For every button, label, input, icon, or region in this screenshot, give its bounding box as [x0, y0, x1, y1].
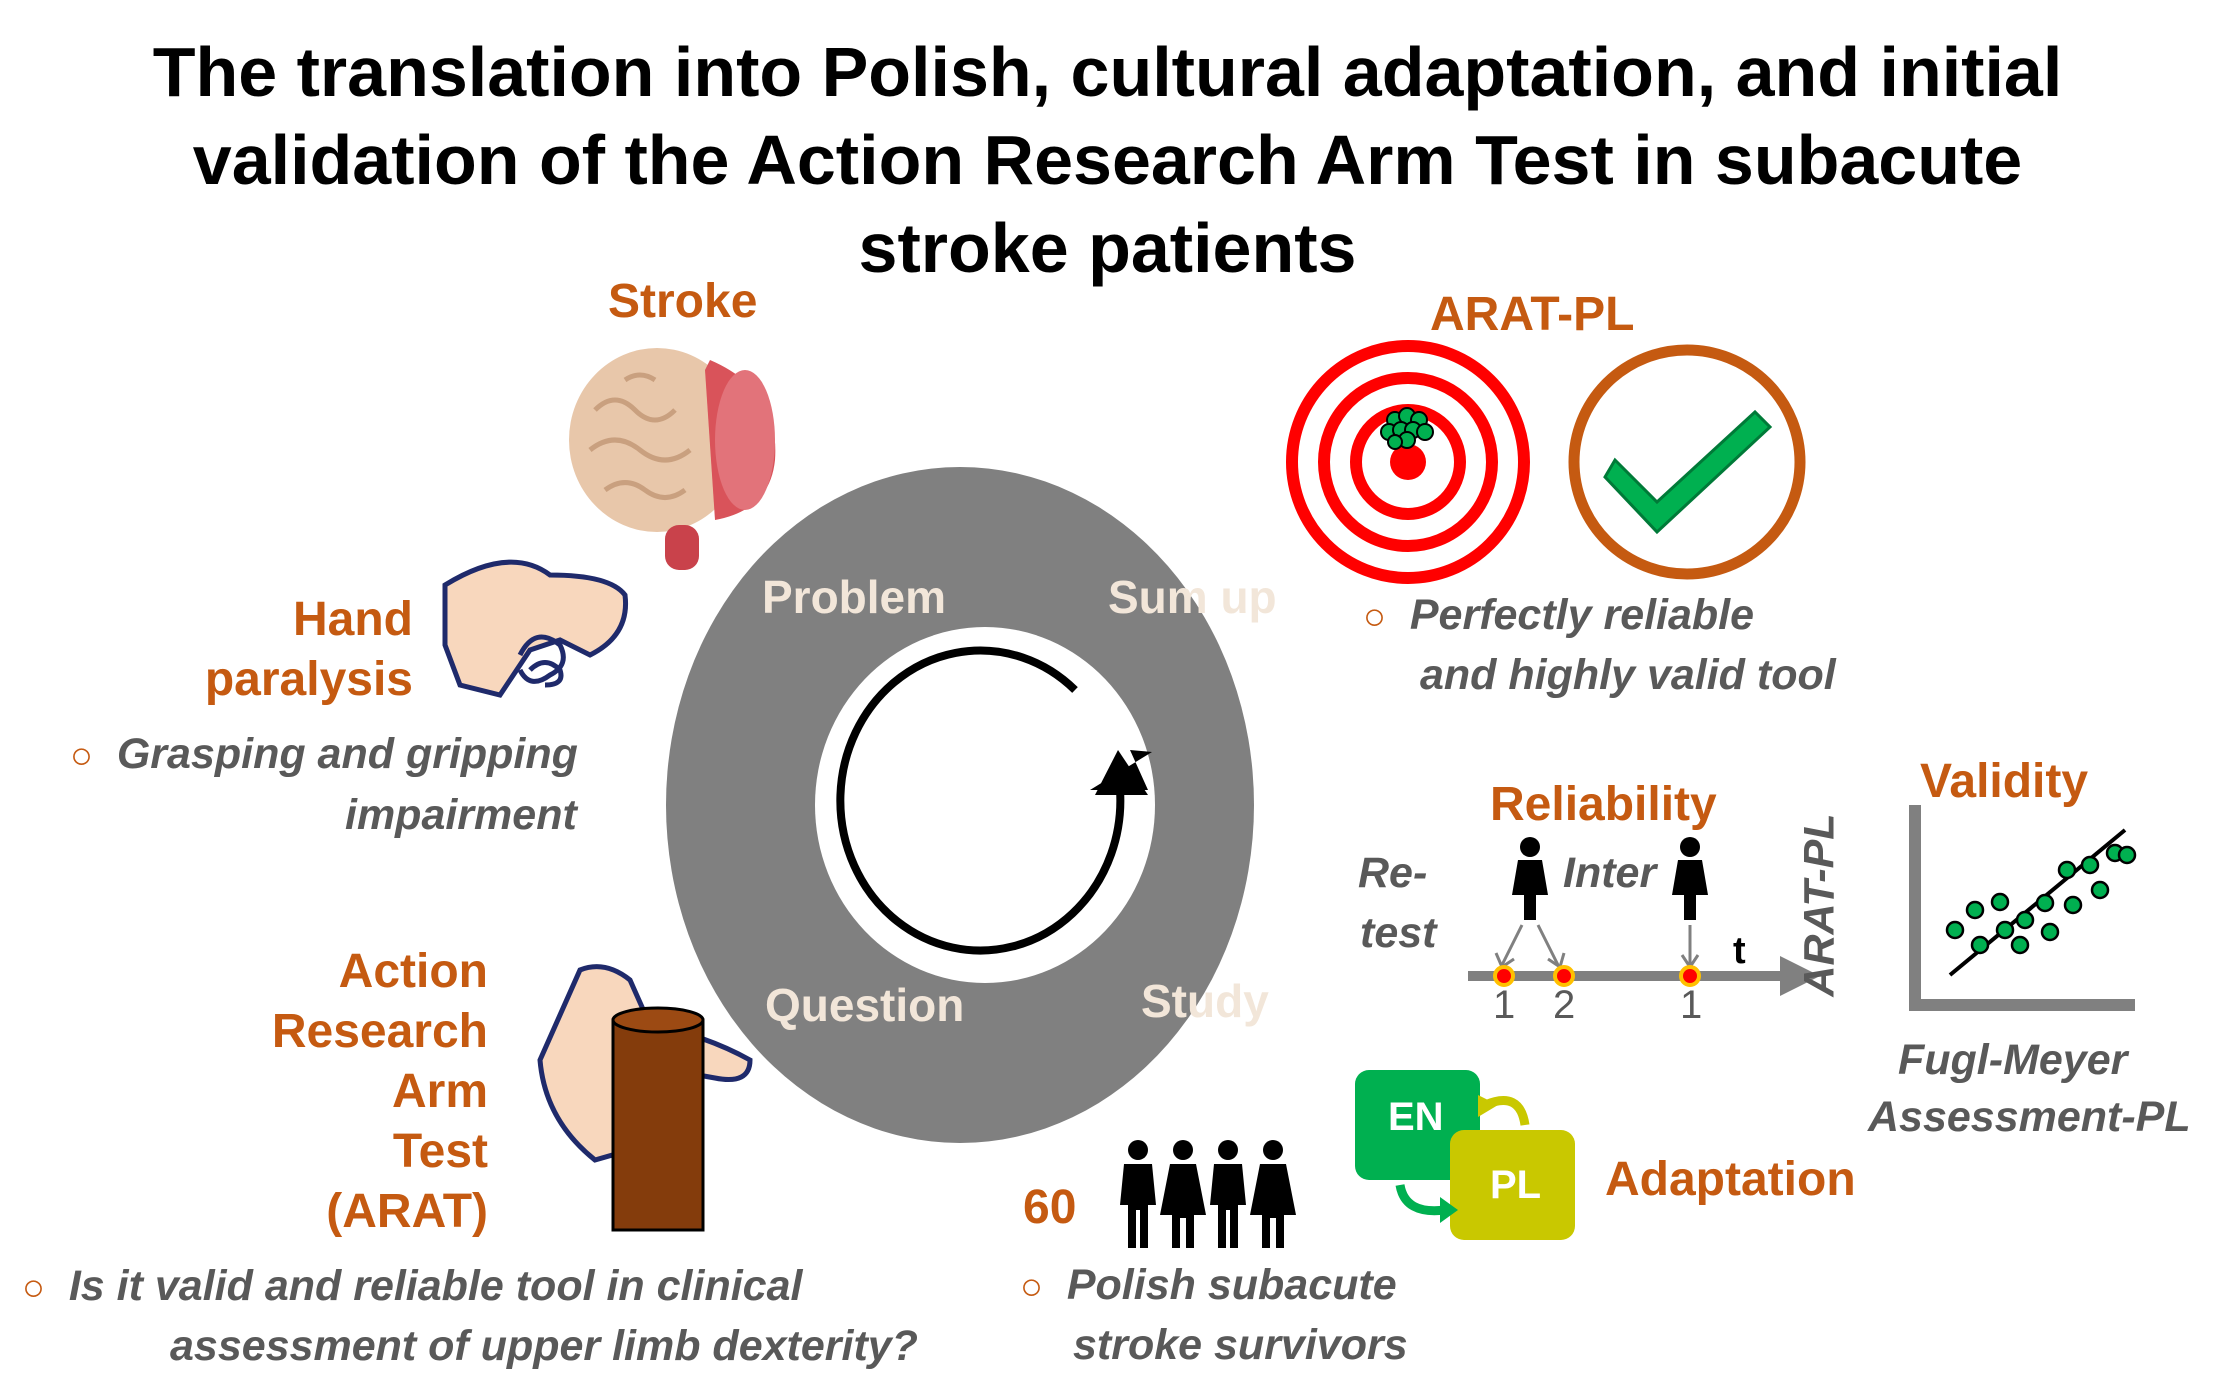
timepoint-2	[1553, 965, 1575, 987]
pl-box	[1450, 1130, 1575, 1240]
cycle-label-problem: Problem	[762, 571, 947, 623]
arat-label: Action Research Arm Test (ARAT)	[150, 942, 488, 1242]
checkmark-icon	[1568, 344, 1806, 580]
retest-label-line1: Re-	[1358, 849, 1428, 897]
reliability-timeline	[1468, 837, 1820, 996]
study-note-text-1: Polish subacute	[1066, 1261, 1397, 1309]
time-label: t	[1733, 930, 1746, 972]
arat-label-line1: Action	[338, 945, 488, 998]
arat-question-line2: assessment of upper limb dexterity?	[170, 1322, 918, 1370]
cycle-arrow-arc	[836, 646, 1125, 955]
rater-2-icon	[1672, 837, 1708, 920]
inter-label: Inter	[1563, 849, 1657, 897]
retest-label-line2: test	[1360, 909, 1437, 957]
title-line-3: stroke patients	[858, 209, 1357, 287]
hand-bullet: ○	[70, 735, 93, 777]
title-line-2: validation of the Action Research Arm Te…	[192, 121, 2023, 199]
tick-label-1: 1	[1493, 983, 1516, 1027]
arat-label-line3: Arm	[391, 1065, 488, 1118]
cycle-label-study: Study	[1141, 975, 1269, 1027]
arat-question-line1: ○ Is it valid and reliable tool in clini…	[22, 1256, 802, 1318]
arat-pl-bullet: ○	[1363, 596, 1386, 638]
reliability-label: Reliability	[1490, 778, 1717, 831]
validity-x-label-line1: Fugl-Meyer	[1898, 1036, 2128, 1084]
rater-1-icon	[1512, 837, 1548, 920]
arat-pl-summary-text-1: Perfectly reliable	[1409, 591, 1755, 639]
cycle-diagram	[666, 467, 1254, 1143]
cycle-center	[815, 627, 1155, 983]
arat-pl-summary-line1: ○ Perfectly reliable	[1363, 585, 1754, 647]
validity-label: Validity	[1920, 755, 2089, 808]
pl-label: PL	[1490, 1163, 1542, 1207]
grasp-cylinder-icon	[537, 964, 753, 1232]
translation-icon	[1355, 1070, 1575, 1240]
title-line-1: The translation into Polish, cultural ad…	[152, 33, 2063, 111]
arat-pl-summary-line2: and highly valid tool	[1420, 651, 1836, 699]
hand-note-line1: ○ Grasping and gripping	[70, 724, 578, 786]
people-group-icon	[1120, 1140, 1296, 1248]
hand-label-line1: Hand	[293, 593, 413, 646]
cycle-label-question: Question	[765, 979, 965, 1031]
arat-label-line4: Test	[392, 1125, 488, 1178]
hand-note-line2: impairment	[345, 791, 577, 839]
validity-y-axis-label: ARAT-PL	[1795, 813, 1844, 997]
study-note-line2: stroke survivors	[1073, 1321, 1408, 1369]
arat-bullet: ○	[22, 1267, 45, 1309]
cycle-label-sum-up: Sum up	[1108, 571, 1277, 623]
timepoint-3	[1679, 965, 1701, 987]
paralyzed-hand-icon	[442, 559, 629, 698]
brain-icon	[569, 348, 776, 570]
arat-label-line5: (ARAT)	[326, 1185, 488, 1238]
page-title: The translation into Polish, cultural ad…	[0, 28, 2215, 292]
stroke-label: Stroke	[608, 275, 758, 328]
timepoint-1	[1493, 965, 1515, 987]
arat-question-text-1: Is it valid and reliable tool in clinica…	[68, 1262, 803, 1310]
participant-count: 60	[1023, 1181, 1077, 1234]
hand-note-text-1: Grasping and gripping	[116, 730, 578, 778]
hand-label-line2: paralysis	[204, 653, 413, 706]
cycle-arrow-tip	[1095, 750, 1148, 795]
study-note-line1: ○ Polish subacute	[1020, 1255, 1397, 1317]
tick-label-3: 1	[1680, 983, 1703, 1027]
tick-label-2: 2	[1553, 983, 1576, 1027]
arat-label-line2: Research	[271, 1005, 488, 1058]
validity-x-label-line2: Assessment-PL	[1868, 1093, 2191, 1141]
adaptation-label: Adaptation	[1605, 1153, 1856, 1206]
target-icon	[1286, 340, 1530, 584]
en-label: EN	[1388, 1095, 1444, 1139]
arat-pl-label: ARAT-PL	[1430, 288, 1635, 341]
validity-scatter	[1909, 805, 2137, 1011]
en-box	[1355, 1070, 1480, 1180]
study-bullet: ○	[1020, 1266, 1043, 1308]
